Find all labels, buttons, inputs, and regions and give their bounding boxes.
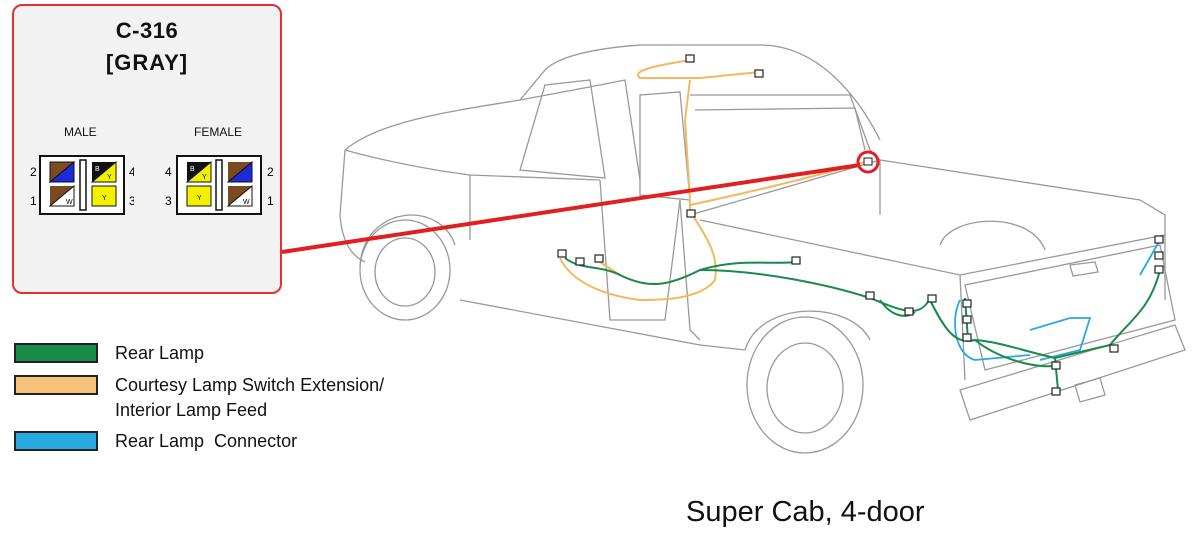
svg-text:Y: Y <box>202 174 207 181</box>
legend-swatch-rear-connector <box>14 431 98 451</box>
legend-swatch-courtesy <box>14 375 98 395</box>
female-label: FEMALE <box>194 125 243 139</box>
svg-text:Y: Y <box>197 195 202 202</box>
female-pin-3: 3 <box>165 194 172 208</box>
diagram-caption: Super Cab, 4-door <box>686 496 925 528</box>
female-cell-br <box>226 184 253 207</box>
legend-label-courtesy: Courtesy Lamp Switch Extension/ <box>115 375 385 395</box>
legend-label-rear-lamp: Rear Lamp <box>115 343 205 363</box>
callout-circle <box>856 150 880 174</box>
rear-lamp-harness <box>564 257 1161 391</box>
female-pin-4: 4 <box>165 165 172 179</box>
callout-line <box>281 163 861 254</box>
svg-text:W: W <box>243 199 250 206</box>
male-connector-face: 2 1 4 3 B Y W Y <box>30 155 134 215</box>
male-cell-tl <box>48 160 75 183</box>
svg-text:Y: Y <box>102 195 107 202</box>
svg-text:Y: Y <box>107 174 112 181</box>
male-pin-4: 4 <box>129 165 134 179</box>
male-cell-bl <box>48 184 75 207</box>
c316-location <box>863 157 873 166</box>
connector-id: C-316 <box>115 18 179 43</box>
male-pin-1: 1 <box>30 194 37 208</box>
harness-connectors <box>557 54 1164 396</box>
male-pin-2: 2 <box>30 165 37 179</box>
female-key <box>215 159 223 211</box>
male-key <box>79 159 87 211</box>
connector-detail-panel: C-316 [GRAY] MALE FEMALE 2 1 4 3 B Y W Y… <box>12 4 282 294</box>
male-cell-br <box>91 185 117 207</box>
connector-color: [GRAY] <box>105 50 189 75</box>
female-cell-tr <box>226 160 253 183</box>
male-pin-3: 3 <box>129 194 134 208</box>
female-pin-1: 1 <box>267 194 274 208</box>
svg-text:B: B <box>190 166 195 173</box>
female-cell-tl <box>185 160 212 183</box>
legend-label-rear-connector: Rear Lamp Connector <box>115 431 298 451</box>
female-pin-2: 2 <box>267 165 274 179</box>
male-cell-tr <box>90 160 117 183</box>
svg-text:W: W <box>66 199 73 206</box>
legend-label-courtesy-2: Interior Lamp Feed <box>115 400 268 420</box>
legend-swatch-rear-lamp <box>14 343 98 363</box>
male-label: MALE <box>64 125 97 139</box>
female-connector-face: 4 3 2 1 B Y Y W <box>165 155 274 215</box>
female-cell-bl <box>186 185 212 207</box>
svg-text:B: B <box>95 166 100 173</box>
rear-lamp-connector-harness <box>954 239 1161 361</box>
